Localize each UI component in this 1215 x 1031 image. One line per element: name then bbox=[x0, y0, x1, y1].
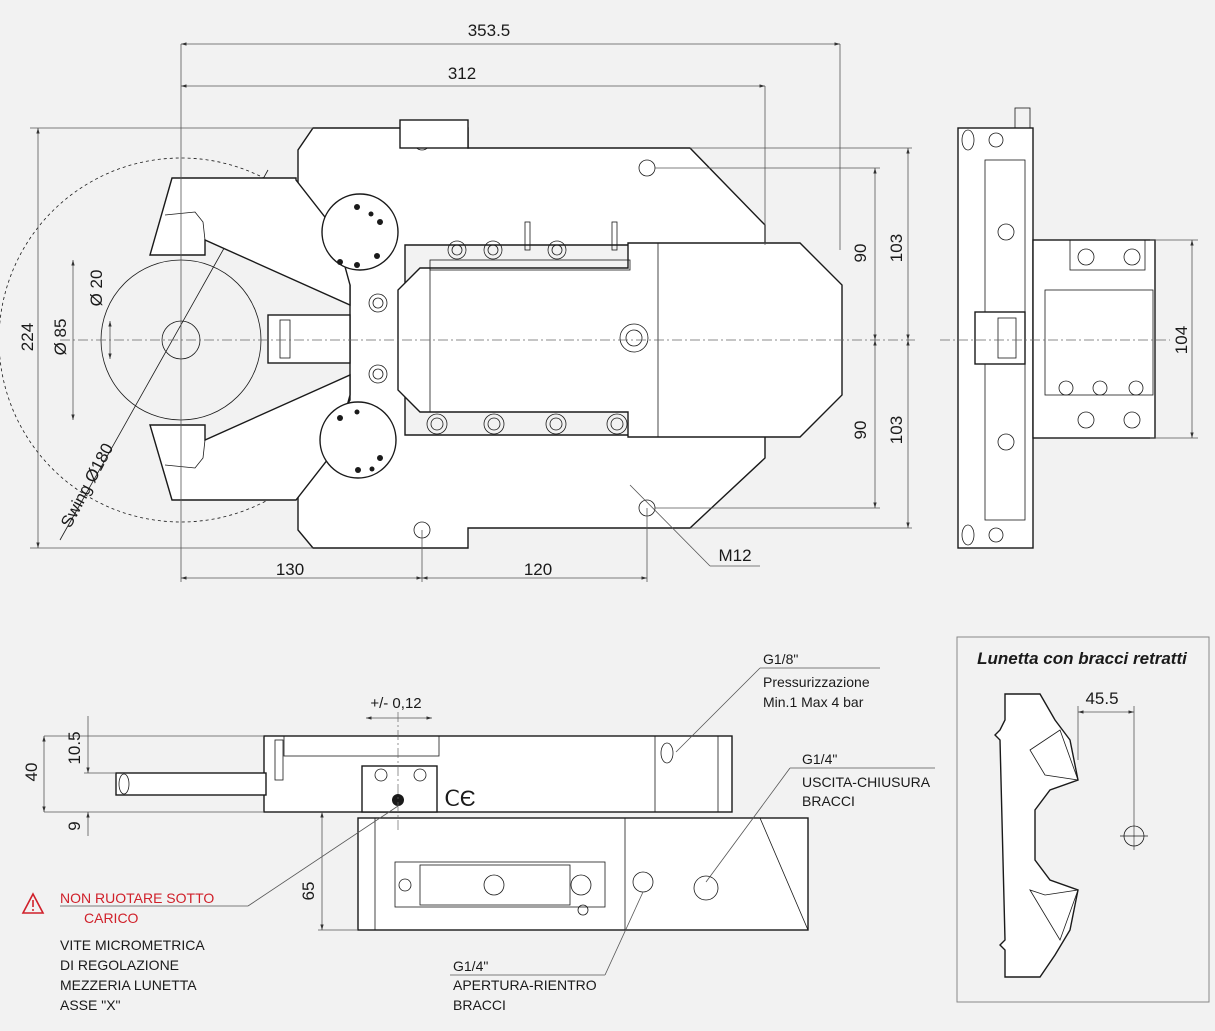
dim-m12: M12 bbox=[718, 546, 751, 565]
dim-224: 224 bbox=[18, 323, 37, 351]
note-g14b-2: APERTURA-RIENTRO bbox=[453, 977, 597, 993]
warning-line-1: NON RUOTARE SOTTO bbox=[60, 890, 214, 906]
dim-65: 65 bbox=[299, 882, 318, 901]
note-g18-1: G1/8" bbox=[763, 651, 798, 667]
dim-10-5: 10.5 bbox=[65, 731, 84, 764]
warning-line-2: CARICO bbox=[84, 910, 139, 926]
front-view: ⅭЄ bbox=[21, 651, 935, 1013]
ce-mark: ⅭЄ bbox=[444, 786, 475, 811]
bolts bbox=[368, 240, 628, 435]
note-g18-2: Pressurizzazione bbox=[763, 674, 870, 690]
dim-103-bottom: 103 bbox=[887, 416, 906, 444]
upper-disc bbox=[321, 193, 399, 271]
dim-130: 130 bbox=[276, 560, 304, 579]
upper-arm bbox=[149, 177, 351, 307]
dim-tolerance: +/- 0,12 bbox=[370, 695, 421, 712]
vite-line-3: MEZZERIA LUNETTA bbox=[60, 977, 197, 993]
note-g14a-2: USCITA-CHIUSURA bbox=[802, 774, 931, 790]
lower-disc bbox=[319, 401, 397, 479]
note-g14a-3: BRACCI bbox=[802, 793, 855, 809]
note-g14b-1: G1/4" bbox=[453, 958, 488, 974]
top-view: 353.5 312 130 120 M12 224 Ø 85 Ø 20 Swin… bbox=[0, 21, 915, 582]
dim-103-top: 103 bbox=[887, 234, 906, 262]
inset-title: Lunetta con bracci retratti bbox=[977, 649, 1188, 668]
dim-40: 40 bbox=[22, 763, 41, 782]
dim-45-5: 45.5 bbox=[1085, 689, 1118, 708]
dim-104: 104 bbox=[1172, 326, 1191, 354]
note-g18-3: Min.1 Max 4 bar bbox=[763, 694, 864, 710]
vite-line-4: ASSE "X" bbox=[60, 997, 121, 1013]
center-pad bbox=[267, 314, 351, 364]
dim-312: 312 bbox=[448, 64, 476, 83]
vite-line-2: DI REGOLAZIONE bbox=[60, 957, 179, 973]
inset-lunetta bbox=[994, 693, 1079, 978]
dim-353-5: 353.5 bbox=[468, 21, 511, 40]
dim-9: 9 bbox=[65, 821, 84, 830]
side-view: 104 bbox=[940, 107, 1198, 549]
dim-d20: Ø 20 bbox=[87, 270, 106, 307]
dim-swing: Swing Ø180 bbox=[57, 440, 117, 531]
dim-d85: Ø 85 bbox=[51, 319, 70, 356]
dim-90-top: 90 bbox=[851, 244, 870, 263]
dim-120: 120 bbox=[524, 560, 552, 579]
vite-line-1: VITE MICROMETRICA bbox=[60, 937, 205, 953]
lower-arm bbox=[149, 373, 351, 501]
note-g14a-1: G1/4" bbox=[802, 751, 837, 767]
warning-triangle-icon bbox=[21, 892, 45, 914]
top-dimensions bbox=[30, 42, 912, 582]
dim-90-bottom: 90 bbox=[851, 421, 870, 440]
front-dimensions bbox=[42, 667, 935, 976]
inset-panel: Lunetta con bracci retratti 45.5 bbox=[956, 636, 1210, 1003]
note-g14b-3: BRACCI bbox=[453, 997, 506, 1013]
